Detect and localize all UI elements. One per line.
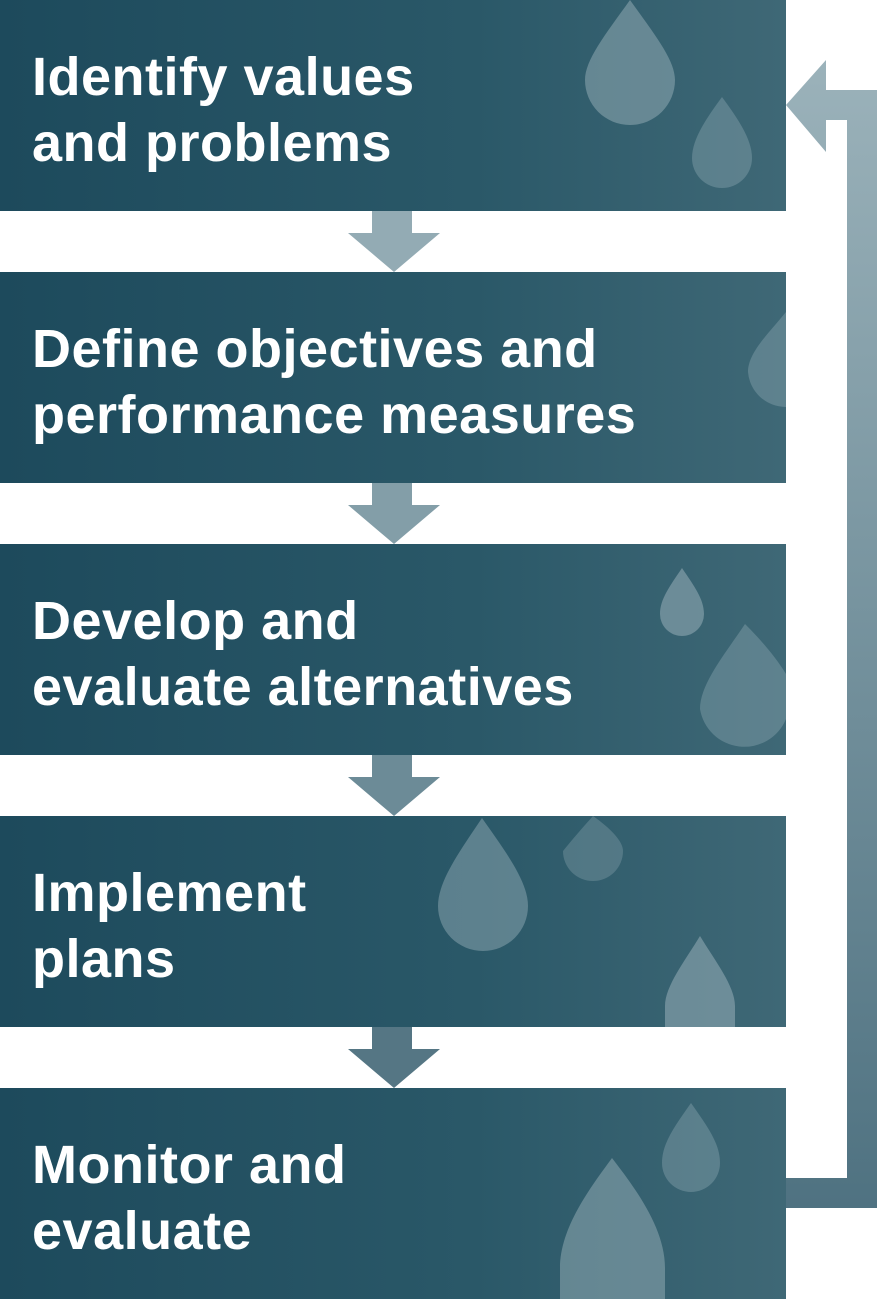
down-arrow-icon: [348, 755, 440, 816]
water-drop-icon: [560, 1103, 720, 1299]
step-label-line2: evaluate alternatives: [32, 657, 574, 717]
water-drop-icon: [660, 568, 786, 747]
down-arrow-icon: [348, 211, 440, 272]
step-label-line2: plans: [32, 929, 176, 989]
step-label-line1: Develop and: [32, 591, 359, 651]
step-label-line1: Implement: [32, 863, 307, 923]
step-label-line1: Monitor and: [32, 1135, 347, 1195]
water-drop-icon: [585, 0, 752, 188]
water-drop-icon: [438, 816, 735, 1027]
water-drop-icon: [748, 312, 786, 408]
step-label-line2: and problems: [32, 113, 393, 173]
step-label-line2: performance measures: [32, 385, 637, 445]
step-label-line1: Identify values: [32, 47, 415, 107]
step-label-line1: Define objectives and: [32, 319, 598, 379]
step-label-line2: evaluate: [32, 1201, 253, 1261]
down-arrow-icon: [348, 1027, 440, 1088]
down-arrow-icon: [348, 483, 440, 544]
